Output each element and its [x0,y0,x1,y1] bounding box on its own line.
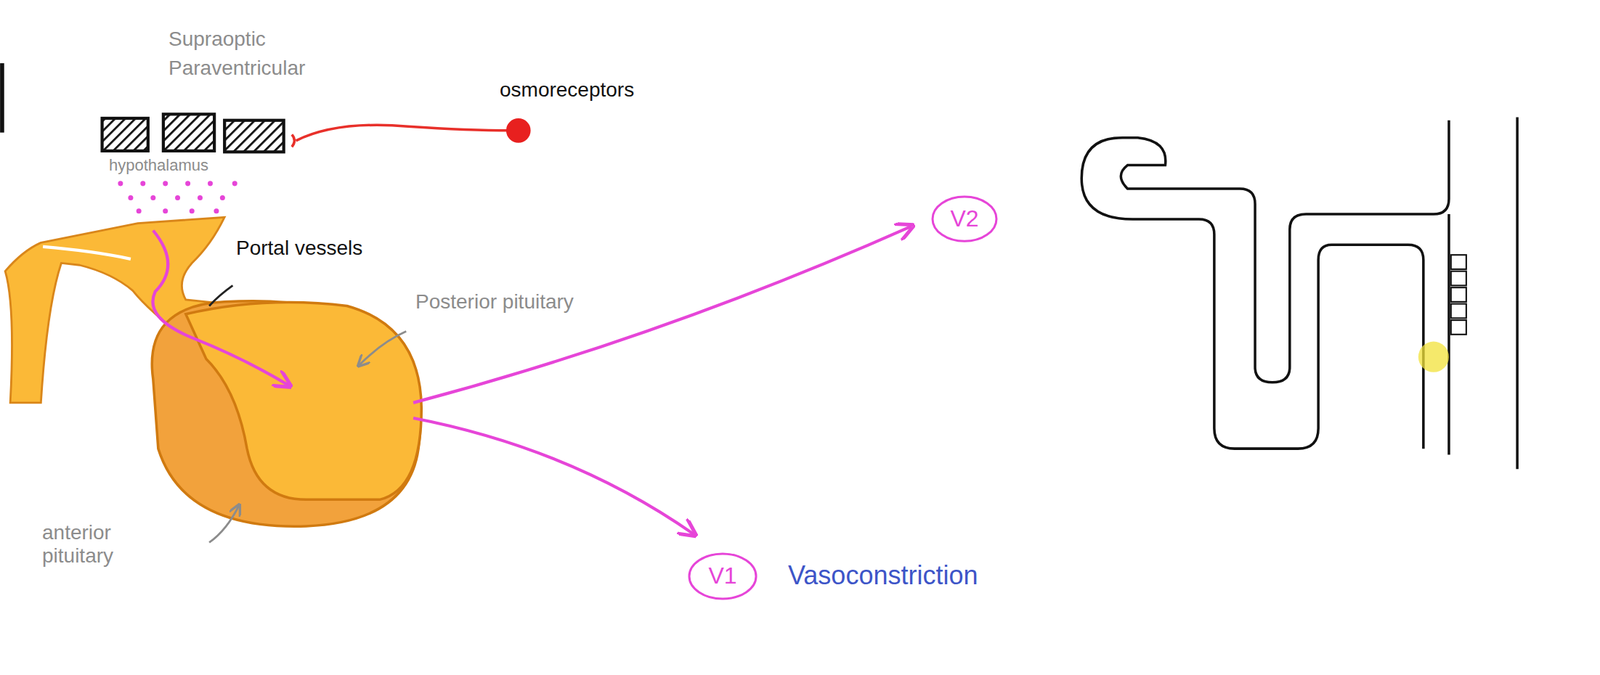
part-label: Posterior pituitary [415,290,574,314]
leader-arrow [209,506,239,544]
osmoreceptor-dot [506,118,531,144]
nucleus-box [224,120,284,153]
vessel-label: Portal vessels [236,236,363,261]
nerve-fiber [296,124,511,141]
region-label: hypothalamus [108,156,209,175]
adh-granules [117,180,237,214]
synapse-ending [291,134,295,147]
leader-arrow [359,331,407,366]
posterior-pituitary-shape [185,302,422,500]
collecting-duct-wall [1447,214,1451,456]
portal-channel [42,246,131,260]
nucleus-label: Supraoptic [168,27,266,51]
adh-release-arrows [413,226,912,535]
release-arrow [413,418,694,535]
edge-mark [0,63,5,133]
nucleus-box [102,118,149,152]
nephron [1081,117,1518,470]
circle-outline-shape [689,554,757,600]
osmoreceptor-pathway [291,118,531,147]
leader-line [209,285,233,306]
part-label: anterior pituitary [42,521,166,568]
receptor-label: V1 [708,563,737,590]
nucleus-box [163,114,215,152]
aquaporin-channels [1451,254,1467,335]
receptor-circle: V1 [687,552,758,601]
receptor-label: V2 [949,206,979,232]
receptor-label: osmoreceptors [499,78,635,102]
circle-outline-shape [932,196,997,242]
release-arrow [413,226,912,404]
nucleus-label: Paraventricular [168,56,306,80]
interstitium-line [1515,117,1519,470]
receptor-circle: V2 [931,195,998,243]
pituitary [5,217,422,543]
nephron-tubule [1081,120,1449,449]
hypothalamic-nuclei [102,114,284,152]
effect-label: Vasoconstriction [788,560,978,591]
highlight-dot [1418,342,1449,373]
